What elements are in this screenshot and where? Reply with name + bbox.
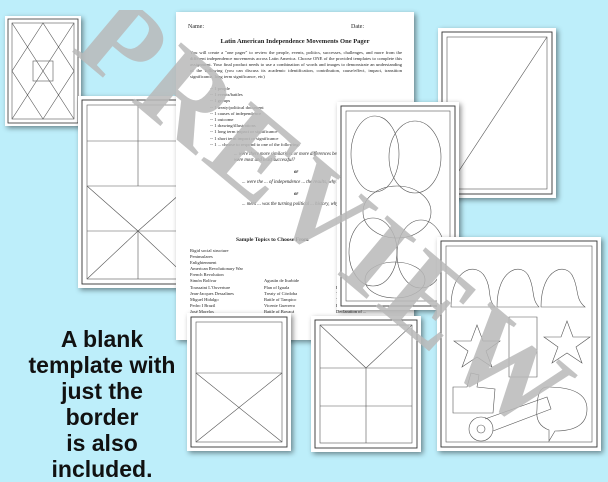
silhouette-heads [450, 269, 586, 308]
template-grid-outline [81, 99, 195, 285]
prompt-option-3: ... ment ... was the turning political .… [242, 202, 341, 207]
name-label: Name: [188, 24, 204, 30]
scroll-banner [508, 316, 538, 378]
list-item: Plan of Iguala [264, 284, 290, 290]
or-label-1: or [294, 170, 299, 175]
thumbs-up-shape [452, 372, 496, 414]
or-label-2: or [294, 192, 299, 197]
list-item: Jean-Jacques Dessalines [190, 290, 234, 296]
template-page-diamond [5, 16, 81, 126]
list-item: Treaty of Córdoba [264, 290, 298, 296]
list-item: American Revolutionary War [190, 266, 244, 272]
caption-line: just the border [61, 378, 143, 430]
caption-line: is also included. [51, 430, 153, 482]
caption-line: template with [28, 352, 176, 378]
list-item: -- 1 drawing/illustrations [210, 123, 256, 129]
speech-bubble [536, 386, 588, 443]
list-item: -- 1 long term impact or significance [210, 129, 278, 135]
list-item: -- 1 people [210, 86, 230, 91]
prompt-option-1: ... were there more similarities or more… [234, 152, 394, 163]
list-item: Agustín de Iturbide [264, 278, 299, 284]
list-item: -- 1 outcome [210, 117, 234, 123]
list-item: -- 1 events/battles [210, 92, 243, 98]
document-title: Latin American Independence Movements On… [220, 38, 370, 45]
list-item: -- 1 groups [210, 98, 231, 104]
list-item: Battle of Boyacá [264, 308, 295, 314]
list-item: Miguel Hidalgo [190, 296, 219, 302]
template-page-triangles [311, 316, 421, 452]
list-item: Declaration of ... [336, 308, 367, 314]
template-illustrated-outline [440, 240, 598, 448]
caption-line: A blank [60, 326, 144, 352]
list-item: Simón Bolívar [190, 278, 217, 284]
date-label: Date: [351, 24, 364, 30]
template-triangles-outline [314, 319, 418, 449]
star-shapes [453, 320, 591, 368]
list-item: Battle of Tampico [264, 296, 297, 302]
list-item: Enlightenment [190, 260, 217, 266]
list-item: -- 1 causes of independence [210, 110, 262, 116]
list-item: Rigid social structure [190, 248, 229, 253]
list-item: -- 1 short term impact or significance [210, 135, 279, 141]
template-page-illustrated [437, 237, 601, 451]
template-page-split-x [187, 313, 291, 451]
document-header: Name: Date: [188, 24, 404, 30]
list-item: Peninsulares [190, 254, 213, 260]
list-item: Vicente Guerrero [264, 302, 296, 308]
template-diamond-outline [7, 18, 79, 124]
template-split-x-outline [190, 316, 288, 448]
list-item: Pedro I Brazil [190, 302, 216, 308]
list-item: José Morelos [190, 308, 214, 314]
caption-text: A blank template with just the border is… [22, 326, 182, 482]
list-item: French Revolution [190, 272, 224, 278]
topics-title: Sample Topics to Choose From [236, 237, 309, 243]
document-intro: You will create a "one pager" to review … [190, 50, 402, 79]
cannon-shape [468, 396, 552, 442]
list-item: Toussaint L'Ouverture [190, 284, 231, 290]
requirement-list: -- 1 people -- 1 events/battles -- 1 gro… [210, 86, 300, 148]
list-item: -- 1 treaty/political document [210, 104, 264, 110]
list-item: -- 1 ... choose to respond to one of the… [210, 141, 300, 147]
prompt-option-2: ... were the ... of independence ... the… [242, 180, 339, 185]
